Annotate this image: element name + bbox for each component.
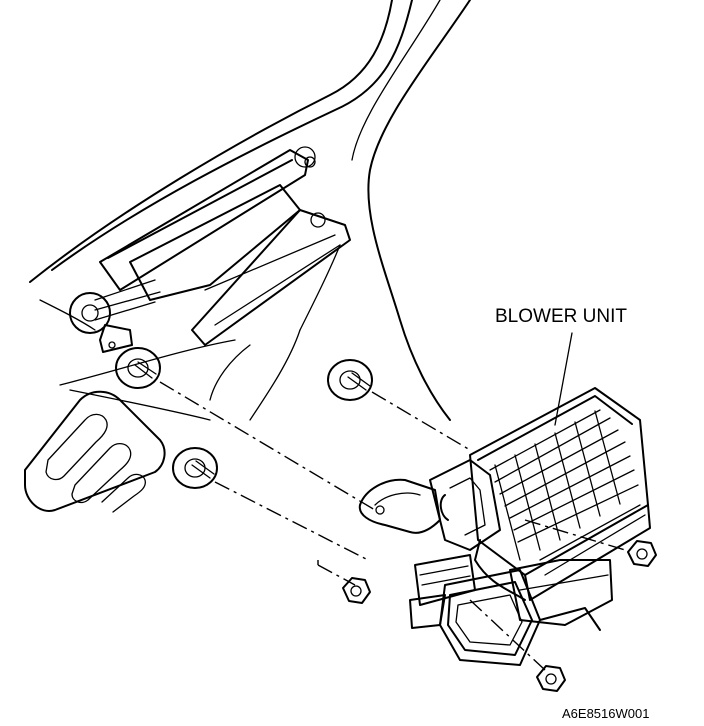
- figure-code: A6E8516W001: [562, 706, 649, 721]
- nut-left: [342, 577, 371, 604]
- upper-duct: [99, 146, 351, 346]
- body-panel: [29, 0, 471, 421]
- blower-unit: [409, 387, 651, 666]
- callout-leader-line: [554, 332, 573, 426]
- stud-upper-left: [115, 347, 161, 389]
- vent-grille: [24, 390, 166, 513]
- stud-lower-left: [172, 447, 218, 489]
- mounting-bracket: [69, 279, 161, 353]
- alignment-lines: [159, 381, 626, 671]
- wiring-connector: [358, 478, 441, 534]
- nut-bottom: [536, 665, 566, 692]
- stud-upper-right: [327, 359, 373, 401]
- nut-right: [627, 540, 657, 567]
- blower-unit-label: BLOWER UNIT: [495, 306, 627, 327]
